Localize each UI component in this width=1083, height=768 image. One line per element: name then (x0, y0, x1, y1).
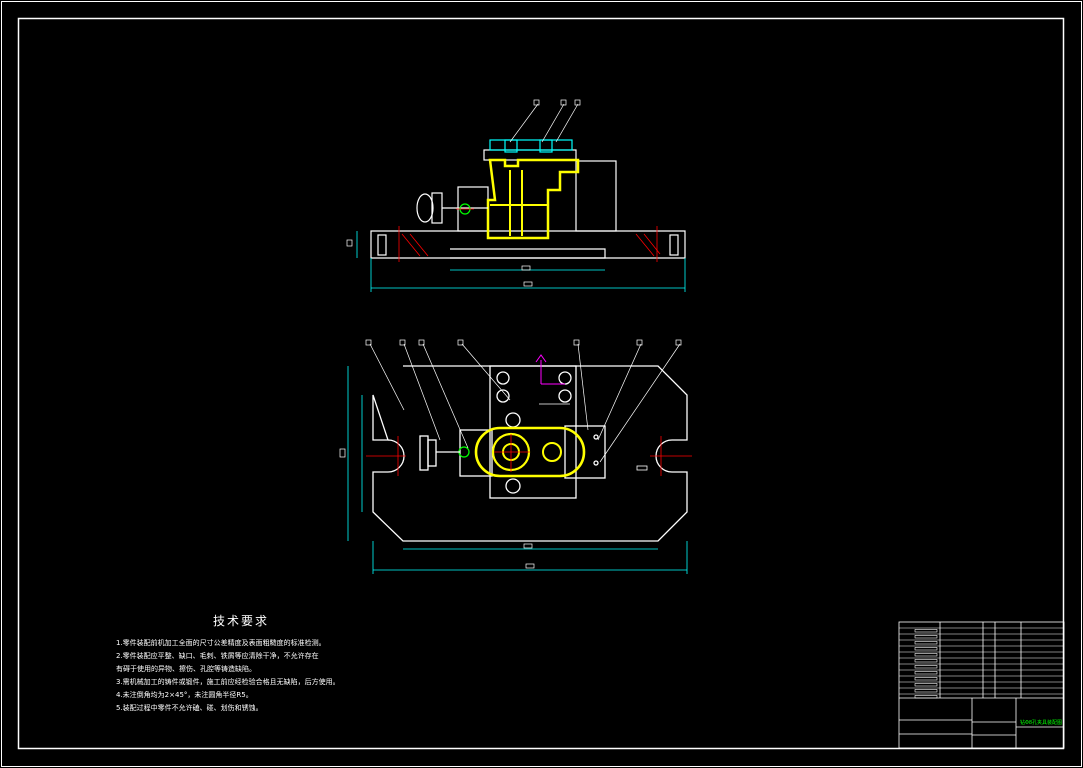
parts-list-cell-mark (914, 695, 938, 699)
requirement-line: 2.零件装配应平整、缺口、毛刺、铁屑等应清除干净，不允许存在 (116, 652, 319, 660)
requirement-line: 有碍于使用的异物、擦伤、孔腔等铸造缺陷。 (116, 665, 256, 673)
front-view (346, 99, 686, 292)
parts-list-rows (899, 627, 1064, 699)
drawing-name: 钻Φ8孔夹具装配图 (1019, 720, 1063, 726)
requirement-line: 5.装配过程中零件不允许磕、碰、划伤和锈蚀。 (116, 704, 263, 712)
requirement-line: 4.未注倒角均为2×45°，未注圆角半径R5。 (116, 691, 253, 699)
requirement-line: 1.零件装配前机加工全面的尺寸公差精度及表面粗糙度的标准检测。 (116, 639, 326, 647)
technical-requirements: 技术要求 1.零件装配前机加工全面的尺寸公差精度及表面粗糙度的标准检测。 2.零… (116, 612, 366, 715)
parts-list-cell-mark (914, 635, 938, 639)
parts-list-cell-mark (914, 689, 938, 693)
requirement-line: 3.需机械加工的铸件或锻件，施工前应经检验合格且无缺陷，后方使用。 (116, 678, 340, 686)
parts-list-cell-mark (914, 647, 938, 651)
parts-list-cell-mark (914, 683, 938, 687)
parts-list-cell-mark (914, 629, 938, 633)
top-view (339, 339, 692, 574)
parts-list-cell-mark (914, 653, 938, 657)
parts-list-cell-mark (914, 659, 938, 663)
title-block (898, 621, 1065, 749)
parts-list-cell-mark (914, 677, 938, 681)
parts-list-cell-mark (914, 671, 938, 675)
parts-list-cell-mark (914, 641, 938, 645)
inner-border (17, 17, 1065, 750)
parts-list-cell-mark (914, 665, 938, 669)
technical-requirements-title: 技术要求 (212, 614, 269, 628)
